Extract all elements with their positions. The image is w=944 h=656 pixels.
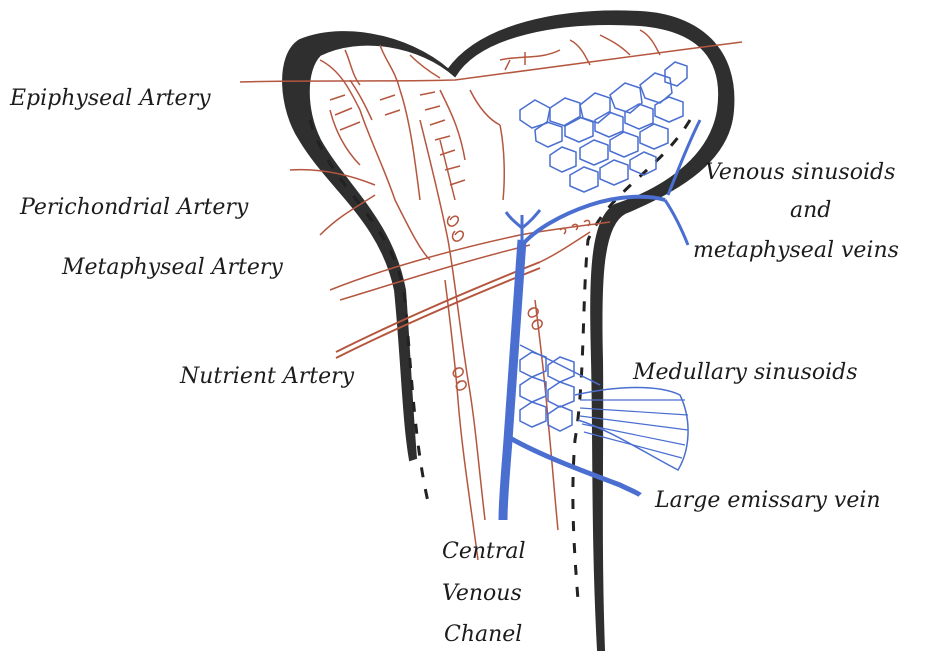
label-nutrient-artery: Nutrient Artery xyxy=(180,366,354,388)
venous-sinusoid-network xyxy=(520,62,687,192)
label-large-emissary-vein: Large emissary vein xyxy=(655,490,881,512)
label-metaphyseal-artery: Metaphyseal Artery xyxy=(62,257,283,279)
label-chanel: Chanel xyxy=(444,624,522,646)
label-epiphyseal-artery: Epiphyseal Artery xyxy=(10,88,211,110)
label-metaphyseal-veins: metaphyseal veins xyxy=(693,240,899,262)
cortex-left xyxy=(283,32,455,460)
label-venous-sinusoids: Venous sinusoids xyxy=(705,162,895,184)
label-central: Central xyxy=(442,541,526,563)
label-medullary-sinusoids: Medullary sinusoids xyxy=(633,362,858,384)
label-venous-sinusoids-and: and xyxy=(790,200,831,222)
label-perichondrial-artery: Perichondrial Artery xyxy=(20,197,248,219)
label-venous: Venous xyxy=(442,583,522,605)
